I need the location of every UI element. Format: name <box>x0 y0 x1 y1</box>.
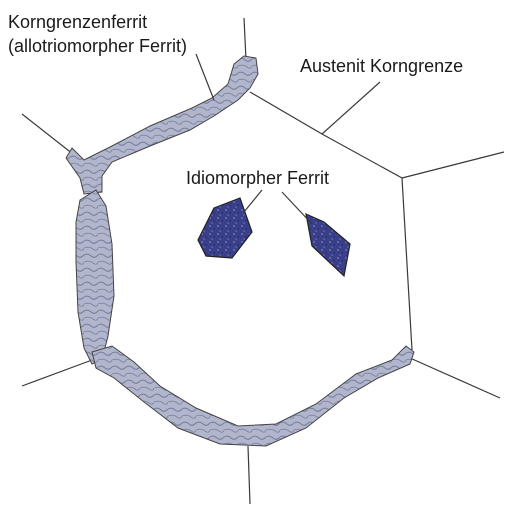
pointer-line-idiomorphic-right <box>282 192 312 224</box>
boundary-line-top <box>244 18 246 60</box>
boundary-line-bottom-right <box>410 358 500 398</box>
pointer-line-idiomorphic-left <box>244 190 262 212</box>
label-austenite-grain-boundary: Austenit Korngrenze <box>300 56 463 76</box>
allotriomorphic-ferrite <box>66 56 414 446</box>
boundary-line-right <box>402 152 504 178</box>
boundary-line-top-right <box>322 82 380 134</box>
idiomorphic-ferrite <box>198 198 350 276</box>
label-grain-boundary-ferrite-line2: (allotriomorpher Ferrit) <box>8 36 187 56</box>
boundary-line-bottom <box>248 446 250 504</box>
idiomorphic-ferrite-crystal-left <box>198 198 252 258</box>
hexagon-grain-boundary <box>250 92 412 350</box>
allotriomorphic-ferrite-left <box>76 190 114 364</box>
idiomorphic-ferrite-crystal-right <box>306 214 350 276</box>
pointer-line-grain-boundary-ferrite <box>196 54 214 100</box>
boundary-line-bottom-left <box>22 360 92 386</box>
label-grain-boundary-ferrite-line1: Korngrenzenferrit <box>8 12 147 32</box>
label-idiomorphic-ferrite: Idiomorpher Ferrit <box>186 168 329 188</box>
allotriomorphic-ferrite-bottom <box>92 346 414 446</box>
